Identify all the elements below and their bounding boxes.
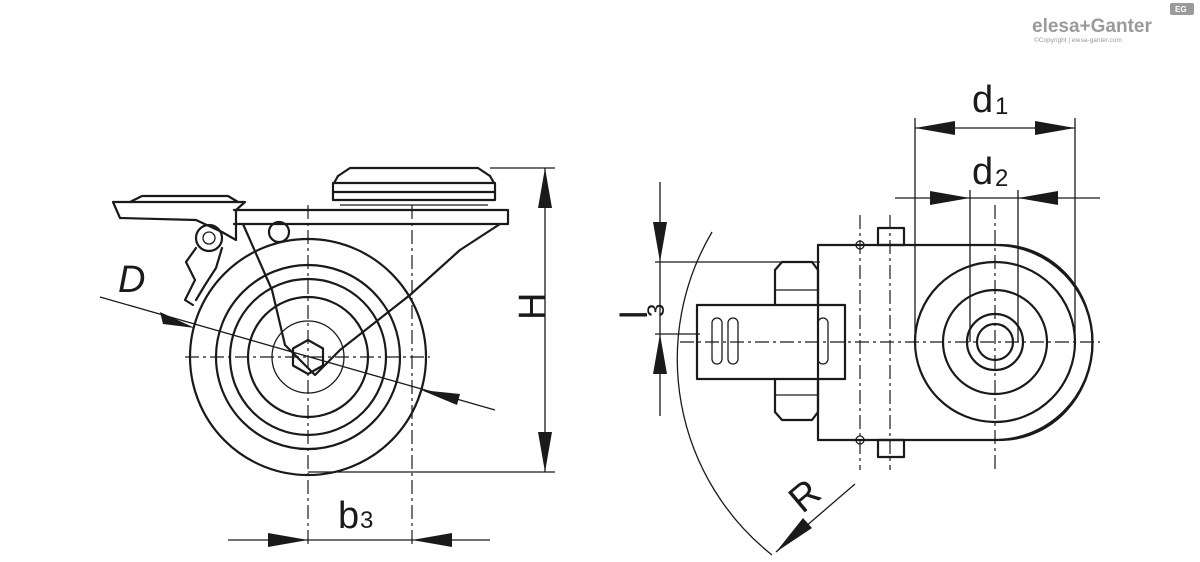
mounting-stem <box>331 166 497 206</box>
label-d1: d <box>972 79 993 121</box>
brake-block <box>695 260 847 422</box>
logo-copyright: ©Copyright | elesa-ganter.com <box>1034 36 1122 44</box>
dimension-H: H <box>308 167 555 473</box>
label-d2-sub: 2 <box>995 165 1008 192</box>
label-R: R <box>781 471 829 521</box>
label-b: b <box>338 495 359 537</box>
label-d2: d <box>972 151 993 193</box>
logo-badge <box>1170 3 1194 15</box>
dimension-l3: l 3 <box>614 182 820 416</box>
logo-badge-text: EG <box>1175 5 1187 14</box>
dimension-d1: d 1 <box>914 79 1076 342</box>
side-view: D H b 3 <box>99 166 555 547</box>
label-D: D <box>118 259 145 301</box>
dimension-b3: b 3 <box>228 495 490 547</box>
label-H: H <box>512 293 554 320</box>
dimension-D: D <box>99 259 496 411</box>
label-b-sub: 3 <box>360 507 373 534</box>
label-l: l <box>614 311 656 319</box>
top-plate <box>232 208 510 226</box>
front-view: R l 3 <box>614 79 1100 556</box>
dimension-d2: d 2 <box>895 151 1100 342</box>
dimension-R: R <box>676 231 856 556</box>
elesa-ganter-logo: elesa+Ganter EG ©Copyright | elesa-gante… <box>1032 3 1194 44</box>
label-l-sub: 3 <box>643 304 670 317</box>
brake-lever <box>111 194 247 307</box>
logo-brand-text: elesa+Ganter <box>1032 16 1152 37</box>
fork-outline <box>241 222 502 377</box>
label-d1-sub: 1 <box>995 93 1008 120</box>
